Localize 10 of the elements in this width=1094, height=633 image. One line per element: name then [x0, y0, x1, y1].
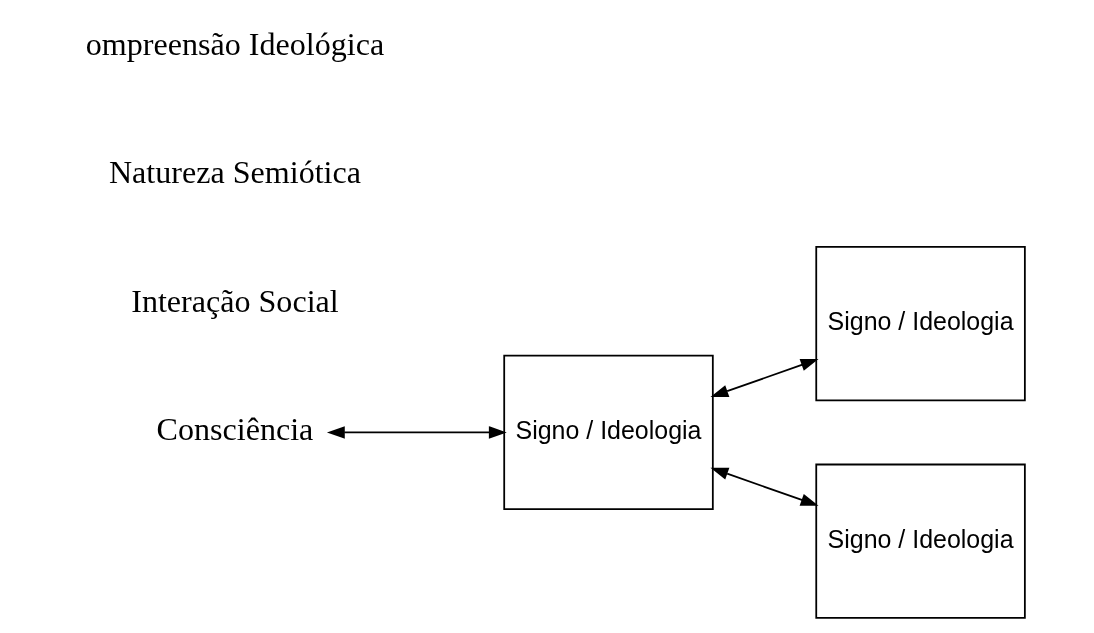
node-text: Consciência — [156, 411, 314, 448]
node-box: Signo / Ideologia — [815, 246, 1026, 402]
arrow — [326, 426, 507, 439]
node-box: Signo / Ideologia — [503, 354, 714, 510]
arrow — [710, 359, 819, 398]
label: Natureza Semiótica — [108, 154, 361, 191]
arrow — [710, 467, 819, 506]
label: Interação Social — [131, 282, 339, 319]
node-box: Signo / Ideologia — [815, 463, 1026, 619]
label: ompreensão Ideológica — [85, 26, 385, 63]
